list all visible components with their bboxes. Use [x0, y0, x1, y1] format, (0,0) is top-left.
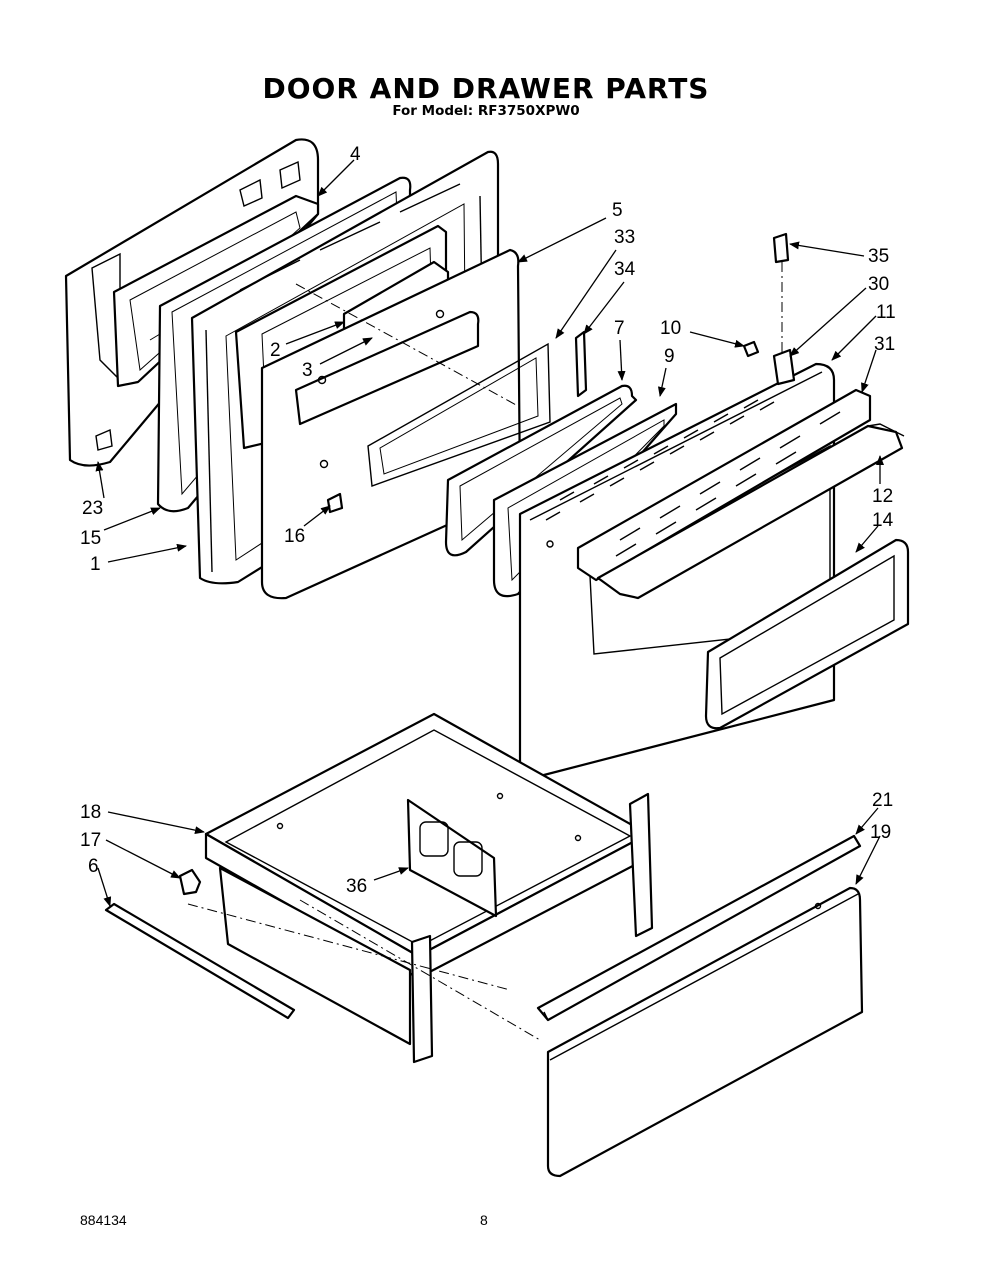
callout-19: 19 [870, 822, 891, 843]
part-17-roller [178, 868, 202, 896]
callout-35: 35 [868, 246, 889, 267]
callout-6: 6 [88, 856, 99, 877]
part-10-screw [742, 340, 760, 358]
part-21-drawer-rail [536, 834, 862, 1022]
callout-4: 4 [350, 144, 361, 165]
callout-36: 36 [346, 876, 367, 897]
callout-18: 18 [80, 802, 101, 823]
callout-21: 21 [872, 790, 893, 811]
callout-34: 34 [614, 259, 636, 280]
callout-15: 15 [80, 528, 101, 549]
callout-7: 7 [614, 318, 625, 339]
part-12-door-handle [596, 423, 905, 600]
callout-10: 10 [660, 318, 681, 339]
callout-16: 16 [284, 526, 305, 547]
part-30-hinge-bracket [772, 348, 796, 386]
part-31-vent-trim [576, 388, 872, 582]
part-19-drawer-front [546, 886, 864, 1178]
callout-3: 3 [302, 360, 313, 381]
callout-1: 1 [90, 554, 101, 575]
callout-9: 9 [664, 346, 675, 367]
part-14-window-frame [704, 538, 910, 730]
callout-30: 30 [868, 274, 889, 295]
callout-31: 31 [874, 334, 895, 355]
callout-17: 17 [80, 830, 101, 851]
callout-11: 11 [876, 302, 896, 323]
callout-2: 2 [270, 340, 281, 361]
part-35-clip [772, 232, 790, 352]
document-number: 884134 [80, 1212, 127, 1228]
callout-14: 14 [872, 510, 894, 531]
model-subtitle: For Model: RF3750XPW0 [392, 103, 580, 119]
callout-12: 12 [872, 486, 893, 507]
page-title: DOOR AND DRAWER PARTS [262, 72, 710, 105]
callout-5: 5 [612, 200, 623, 221]
part-34-bracket [574, 330, 588, 398]
callout-leaders [95, 159, 884, 907]
part-36-drawer-divider [406, 798, 498, 918]
part-6-drawer-rod [104, 902, 296, 1020]
callout-33: 33 [614, 227, 635, 248]
callout-23: 23 [82, 498, 103, 519]
page-number: 8 [480, 1212, 488, 1228]
